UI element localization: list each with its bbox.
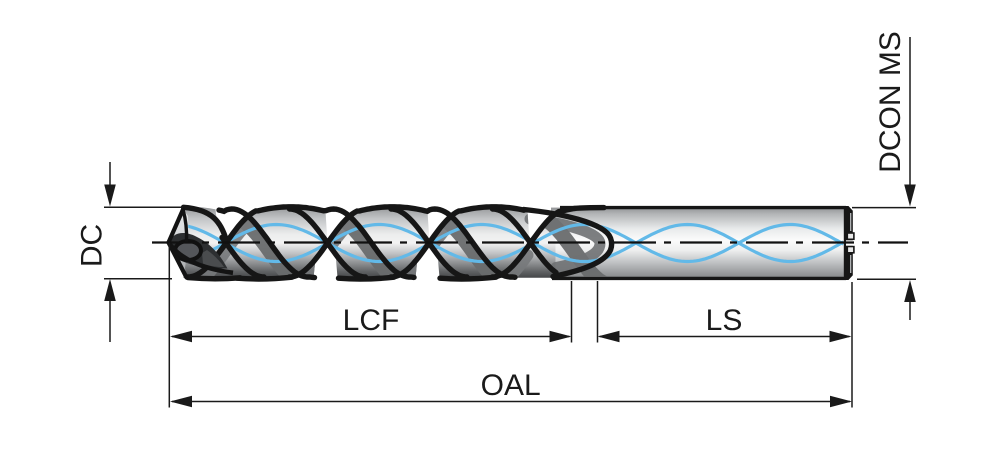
- svg-text:LS: LS: [706, 304, 743, 337]
- svg-text:DC: DC: [75, 224, 108, 267]
- svg-text:OAL: OAL: [481, 369, 541, 402]
- svg-text:DCON MS: DCON MS: [874, 31, 907, 173]
- svg-text:LCF: LCF: [343, 304, 400, 337]
